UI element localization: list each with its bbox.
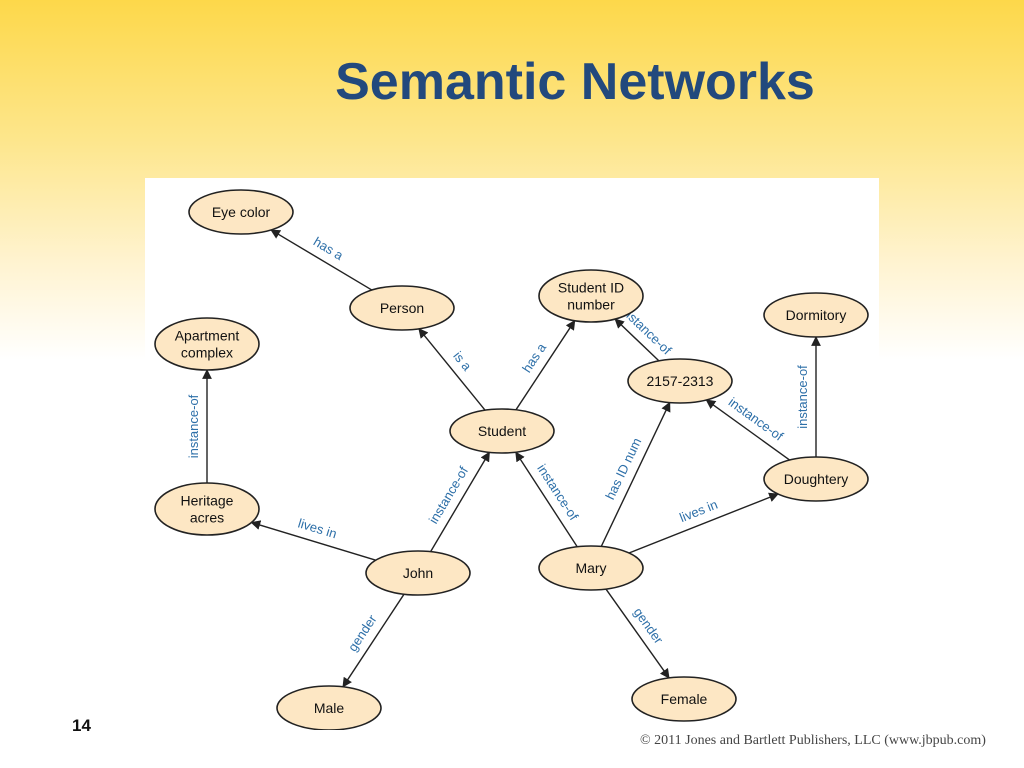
- node-label-apt: Apartment: [175, 328, 240, 344]
- node-shape-mary: [538, 545, 644, 591]
- node-shape-dorm: [763, 292, 869, 338]
- node-john: John: [365, 550, 471, 596]
- node-label-heritage: acres: [190, 510, 224, 526]
- node-label-male: Male: [314, 700, 345, 716]
- node-male: Male: [276, 685, 382, 730]
- node-shape-student: [449, 408, 555, 454]
- node-eye: Eye color: [188, 189, 294, 235]
- node-label-apt: complex: [181, 345, 233, 361]
- node-label-doughtery: Doughtery: [784, 471, 849, 487]
- edge-mary-to-female: [605, 588, 670, 679]
- node-female: Female: [631, 676, 737, 722]
- edge-person-to-eye: [270, 229, 373, 291]
- edge-label-doughtery-to-dorm: instance-of: [795, 365, 810, 429]
- node-label-dorm: Dormitory: [786, 307, 847, 323]
- slide-title: Semantic Networks: [335, 53, 815, 111]
- node-student: Student: [449, 408, 555, 454]
- node-label-person: Person: [380, 300, 424, 316]
- edge-student-to-person: [418, 328, 486, 411]
- edge-label-heritage-to-apt: instance-of: [186, 394, 201, 458]
- edges-layer: [202, 229, 821, 688]
- node-person: Person: [349, 285, 455, 331]
- node-label-student: Student: [478, 423, 526, 439]
- node-label-eye: Eye color: [212, 204, 271, 220]
- edge-john-to-male: [342, 593, 405, 688]
- node-shape-person: [349, 285, 455, 331]
- node-label-heritage: Heritage: [181, 493, 234, 509]
- node-shape-male: [276, 685, 382, 730]
- node-num: 2157-2313: [627, 358, 733, 404]
- node-shape-doughtery: [763, 456, 869, 502]
- node-shape-num: [627, 358, 733, 404]
- node-label-female: Female: [661, 691, 708, 707]
- page-number: 14: [72, 716, 91, 735]
- edge-john-to-heritage: [250, 520, 376, 561]
- node-shape-john: [365, 550, 471, 596]
- edge-label-student-to-sid: has a: [519, 340, 549, 375]
- edge-student-to-sid: [515, 319, 576, 411]
- edge-label-mary-to-doughtery: lives in: [677, 497, 719, 526]
- node-shape-heritage: [154, 482, 260, 536]
- node-label-num: 2157-2313: [647, 373, 714, 389]
- edge-label-john-to-male: gender: [345, 611, 380, 654]
- node-label-mary: Mary: [575, 560, 606, 576]
- node-doughtery: Doughtery: [763, 456, 869, 502]
- edge-label-mary-to-female: gender: [631, 605, 667, 647]
- edge-john-to-student: [430, 451, 490, 553]
- node-dorm: Dormitory: [763, 292, 869, 338]
- edge-mary-to-num: [600, 401, 671, 547]
- node-label-sid: number: [567, 297, 615, 313]
- node-shape-eye: [188, 189, 294, 235]
- node-shape-female: [631, 676, 737, 722]
- copyright-text: © 2011 Jones and Bartlett Publishers, LL…: [640, 733, 986, 748]
- node-mary: Mary: [538, 545, 644, 591]
- edge-num-to-sid: [614, 318, 660, 362]
- node-label-john: John: [403, 565, 433, 581]
- edge-label-person-to-eye: has a: [311, 234, 347, 264]
- edge-mary-to-doughtery: [628, 492, 779, 554]
- edge-label-student-to-person: is a: [450, 348, 475, 374]
- node-shape-apt: [154, 317, 260, 371]
- node-shape-sid: [538, 269, 644, 323]
- edge-mary-to-student: [515, 451, 578, 548]
- node-label-sid: Student ID: [558, 280, 624, 296]
- edge-doughtery-to-num: [705, 399, 791, 461]
